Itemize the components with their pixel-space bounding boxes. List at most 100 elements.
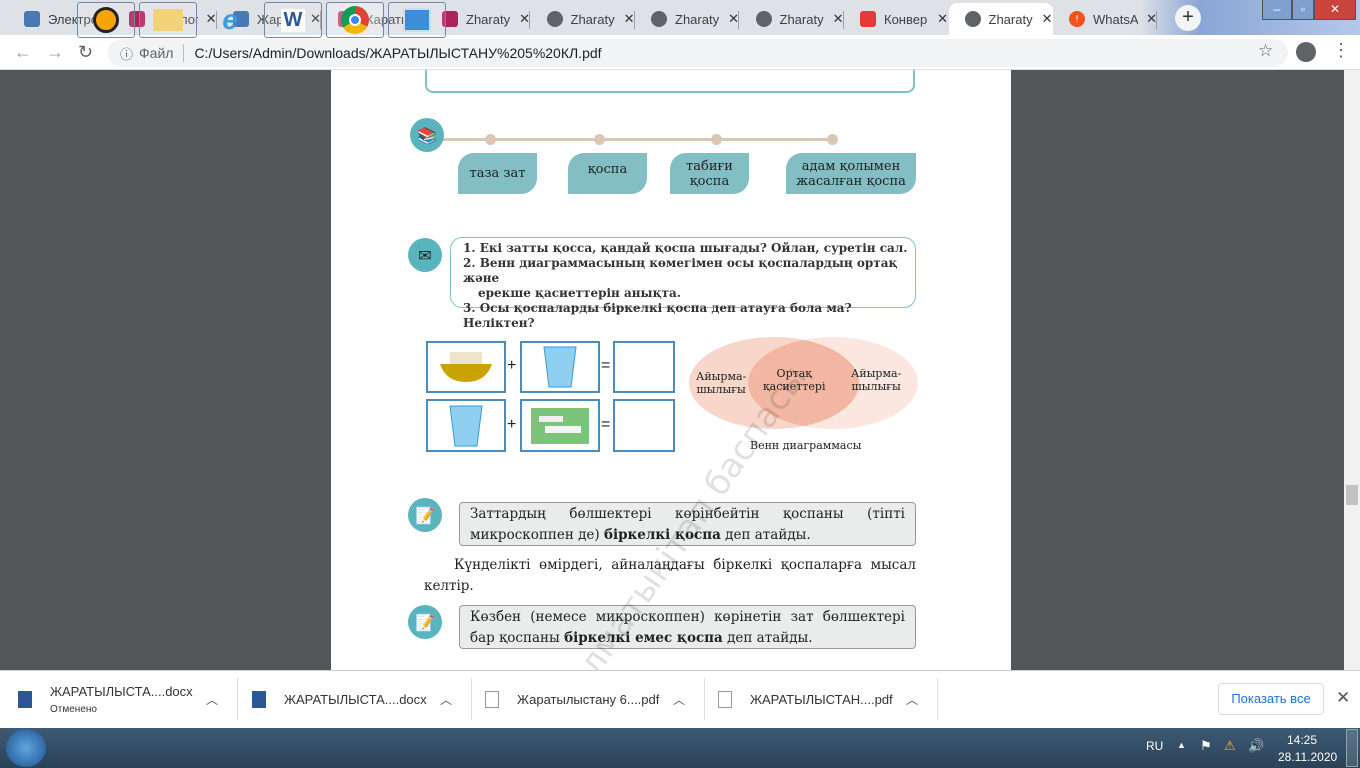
globe-icon: [964, 11, 981, 27]
word-file-icon: [18, 690, 32, 708]
language-indicator[interactable]: RU: [1146, 739, 1164, 753]
back-button[interactable]: ←: [14, 42, 32, 62]
close-tab-icon[interactable]: ✕: [623, 11, 635, 26]
download-item[interactable]: ЖАРАТЫЛЫСТАН....pdf︿: [718, 670, 935, 728]
network-warning-icon[interactable]: ⚠: [1224, 738, 1236, 753]
chevron-up-icon[interactable]: ︿: [206, 692, 219, 707]
divider: [471, 678, 472, 720]
word-file-icon: [252, 690, 266, 708]
close-tab-icon[interactable]: ✕: [728, 11, 739, 26]
tab-title: Zharaty: [988, 11, 1033, 27]
tab-separator: [1156, 11, 1157, 29]
url-text: C:/Users/Admin/Downloads/ЖАРАТЫЛЫСТАНУ%2…: [194, 45, 602, 61]
chevron-up-icon[interactable]: ︿: [673, 692, 686, 707]
close-tab-icon[interactable]: ✕: [519, 11, 530, 26]
divider: [237, 678, 238, 720]
tab-separator: [842, 11, 844, 29]
close-download-bar-icon[interactable]: ✕: [1336, 688, 1351, 707]
show-all-button[interactable]: Показать все: [1218, 683, 1324, 715]
tab[interactable]: Zharaty✕: [635, 3, 739, 35]
aimp-icon[interactable]: [77, 2, 135, 38]
bookmark-star-icon[interactable]: ☆: [1258, 41, 1274, 60]
water-glass-image: [520, 341, 600, 393]
close-tab-icon[interactable]: ✕: [1146, 11, 1157, 26]
minimize-button[interactable]: –: [1262, 0, 1292, 20]
maximize-button[interactable]: ▫: [1292, 0, 1314, 20]
clock-date: 28.11.2020: [1278, 750, 1338, 764]
tab[interactable]: Zharaty ✕: [531, 3, 635, 35]
timeline-dot: [827, 134, 838, 145]
forward-button[interactable]: →: [46, 42, 64, 62]
scheme-label: Файл: [139, 45, 174, 61]
clock-time: 14:25: [1286, 733, 1318, 747]
paragraph-task: Күнделікті өмірдегі, айналаңдағы біркелк…: [424, 557, 916, 594]
show-hidden-icons-icon[interactable]: ▲: [1177, 740, 1186, 750]
reload-button[interactable]: ↻: [78, 42, 94, 62]
tab[interactable]: Конвер✕: [844, 3, 948, 35]
show-desktop-button[interactable]: [1346, 729, 1358, 767]
tab[interactable]: !WhatsA✕: [1053, 3, 1157, 35]
close-tab-icon[interactable]: ✕: [310, 11, 321, 26]
divider: [937, 678, 938, 720]
checklist-pencil-icon: 📝: [408, 498, 442, 532]
envelope-icon: ✉: [408, 238, 442, 272]
close-tab-icon[interactable]: ✕: [1041, 11, 1053, 26]
start-button[interactable]: [6, 729, 46, 767]
timeline-line: [428, 138, 832, 141]
download-status: Отменено: [50, 703, 97, 715]
def-term: біркелкі емес қоспа: [564, 630, 723, 646]
tab-title: Zharaty: [570, 11, 615, 27]
tab[interactable]: Zharaty ✕: [740, 3, 844, 35]
tab-separator: [529, 11, 530, 29]
pdf-viewer: 📚 таза зат қоспа табиғи қоспа адам қолым…: [0, 70, 1344, 670]
action-center-flag-icon[interactable]: ⚑: [1200, 738, 1212, 753]
def-text: Көзбен (немесе микроскоппен) көрінетін з…: [470, 609, 905, 646]
tab-title: Zharaty: [779, 11, 824, 27]
download-item[interactable]: Жаратылыстану 6....pdf︿: [485, 670, 702, 728]
close-tab-icon[interactable]: ✕: [832, 11, 844, 26]
tab[interactable]: Zharaty ✕: [948, 3, 1053, 35]
word-icon[interactable]: W: [264, 2, 322, 38]
book-icon: [442, 11, 458, 27]
chevron-up-icon[interactable]: ︿: [906, 692, 919, 707]
close-tab-icon[interactable]: ✕: [205, 11, 217, 26]
control-panel-icon[interactable]: [388, 2, 446, 38]
volume-icon[interactable]: 🔊: [1248, 738, 1265, 753]
close-tab-icon[interactable]: ✕: [937, 11, 948, 26]
download-item[interactable]: ЖАРАТЫЛЫСТА....docx︿: [252, 670, 469, 728]
book-icon: [128, 11, 145, 27]
timeline-natural-mixture: табиғи қоспа: [670, 153, 749, 194]
divider: [704, 678, 705, 720]
question-1: 1. Екі затты қосса, қандай қоспа шығады?…: [463, 241, 908, 255]
new-tab-button[interactable]: +: [1175, 5, 1201, 31]
questions-box: 1. Екі затты қосса, қандай қоспа шығады?…: [450, 237, 916, 330]
download-filename: ЖАРАТЫЛЫСТА....docx: [50, 683, 193, 699]
tab-separator: [633, 11, 635, 29]
pdf-page: 📚 таза зат қоспа табиғи қоспа адам қолым…: [331, 70, 1011, 670]
tab-title: Жараты: [361, 11, 407, 27]
tab-title: Zharaty: [466, 11, 511, 27]
tab-title: WhatsA: [1093, 11, 1139, 27]
profile-avatar-icon[interactable]: [1296, 42, 1316, 62]
answer-box: [613, 341, 675, 393]
timeline-dot: [594, 134, 605, 145]
internet-explorer-icon[interactable]: e: [222, 4, 238, 35]
clock[interactable]: 14:25 28.11.2020: [1278, 733, 1338, 764]
menu-dots-icon[interactable]: ⋮: [1332, 40, 1350, 60]
scrollbar[interactable]: [1344, 70, 1360, 670]
info-icon[interactable]: ⓘ: [120, 46, 134, 62]
explorer-folder-icon[interactable]: [139, 2, 197, 38]
venn-intersection: [748, 337, 859, 429]
chrome-icon[interactable]: [326, 2, 384, 38]
scrollbar-thumb[interactable]: [1346, 485, 1358, 505]
definition-heterogeneous: Көзбен (немесе микроскоппен) көрінетін з…: [459, 605, 916, 649]
close-window-button[interactable]: ✕: [1314, 0, 1356, 20]
def-term: біркелкі қоспа: [603, 527, 721, 543]
address-bar[interactable]: ⓘ Файл C:/Users/Admin/Downloads/ЖАРАТЫЛЫ…: [108, 39, 1288, 67]
def-text: деп атайды.: [722, 630, 813, 646]
chevron-up-icon[interactable]: ︿: [440, 692, 453, 707]
tab[interactable]: Zharaty ✕: [426, 3, 530, 35]
previous-box: [425, 70, 915, 93]
heart-icon: [860, 11, 876, 27]
